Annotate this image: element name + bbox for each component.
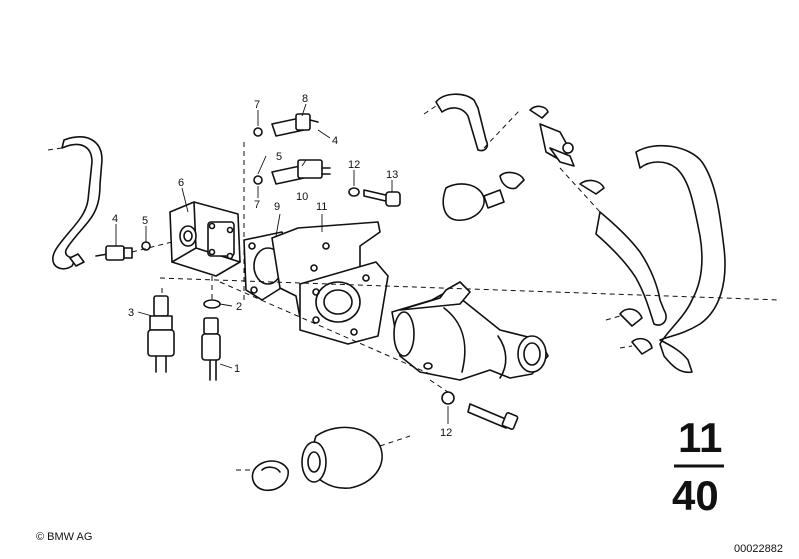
part-label-10: 10 xyxy=(296,191,308,203)
part-label-9: 9 xyxy=(274,201,280,213)
large-right-hose xyxy=(595,144,726,374)
group-number-top: 11 xyxy=(678,414,722,461)
centerline-2 xyxy=(219,281,431,375)
part-label-6: 6 xyxy=(178,177,184,189)
part-label-2: 2 xyxy=(236,301,242,313)
part-label-12-bottom: 12 xyxy=(440,427,452,439)
upper-sensors xyxy=(243,113,331,300)
temp-sender-left xyxy=(95,239,181,261)
part-label-4-left: 4 xyxy=(112,213,118,225)
group-number: 11 40 xyxy=(672,414,724,519)
part-label-12-top: 12 xyxy=(348,159,360,171)
bellows-coupling xyxy=(236,426,411,492)
group-number-bottom: 40 xyxy=(672,472,719,519)
part-label-3: 3 xyxy=(128,307,134,319)
diagram-id: 00022882 xyxy=(734,543,783,555)
bolt-upper xyxy=(348,187,401,207)
lower-sensors xyxy=(147,276,221,381)
leader-lines xyxy=(115,103,449,424)
copyright-text: © BMW AG xyxy=(36,531,92,543)
part-label-13: 13 xyxy=(386,169,398,181)
centerline xyxy=(159,277,781,301)
part-label-5-left: 5 xyxy=(142,215,148,227)
left-vacuum-hose xyxy=(47,136,103,270)
part-label-11: 11 xyxy=(316,201,327,213)
flange-plate xyxy=(299,261,389,345)
water-pipe-elbow xyxy=(391,281,549,381)
thermostat-housing xyxy=(169,201,241,277)
part-label-1: 1 xyxy=(234,363,240,375)
part-label-5-top: 5 xyxy=(276,151,282,163)
part-label-8: 8 xyxy=(302,93,308,105)
upper-right-hose xyxy=(423,93,605,222)
part-labels: 7 8 4 5 6 12 13 10 9 11 7 4 5 3 2 1 12 xyxy=(112,93,452,439)
part-label-7-mid: 7 xyxy=(254,199,260,211)
bolt-lower xyxy=(429,379,519,430)
part-label-4-top: 4 xyxy=(332,135,338,147)
part-label-7-top: 7 xyxy=(254,99,260,111)
